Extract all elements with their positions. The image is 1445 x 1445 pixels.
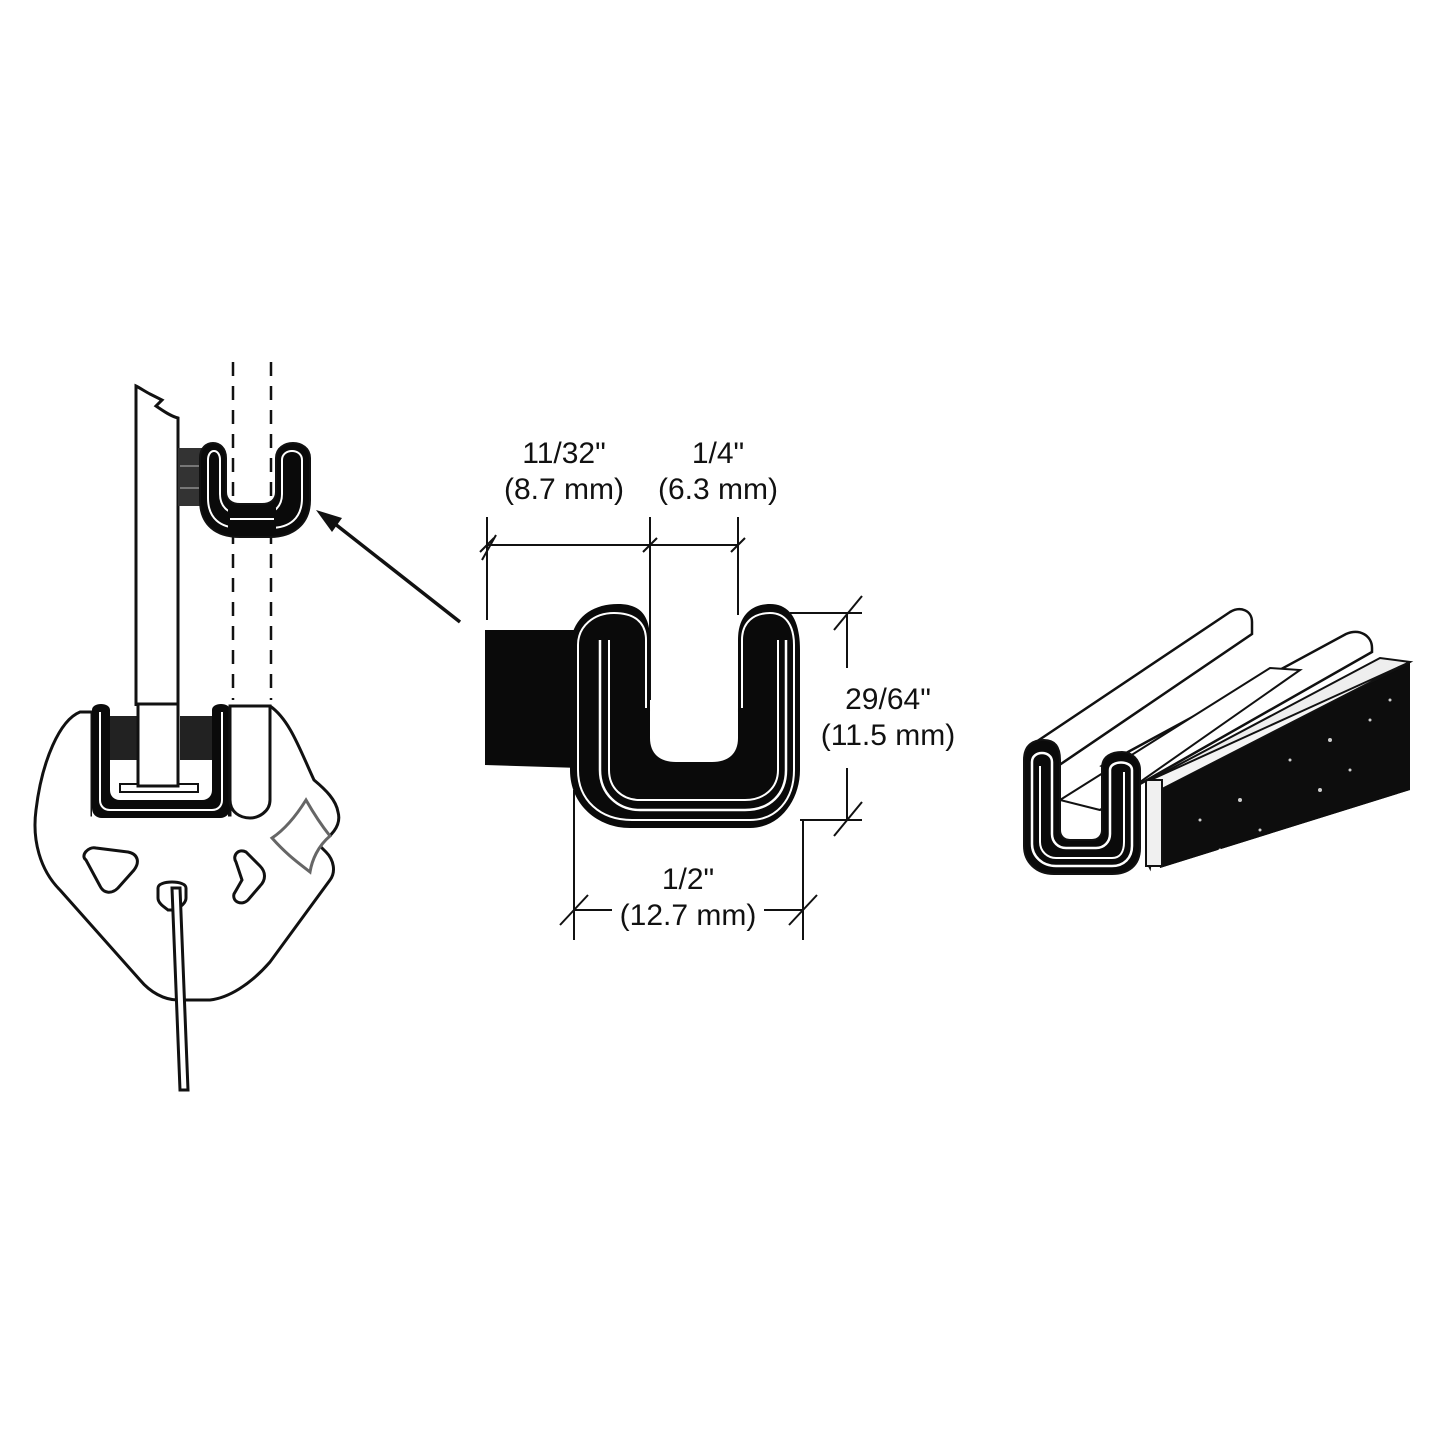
seal-detail-top — [178, 442, 311, 538]
dimension-metric: (12.7 mm) — [619, 899, 757, 932]
callout-arrow — [316, 510, 462, 624]
dimension-label-29-64: 29/64" (11.5 mm) — [806, 682, 970, 754]
dimension-label-1-2: 1/2" (12.7 mm) — [606, 862, 770, 934]
dimension-label-1-4: 1/4" (6.3 mm) — [648, 436, 788, 508]
glass-panel — [134, 383, 180, 792]
foam-strip — [1145, 656, 1414, 872]
dimension-imperial: 11/32" — [522, 437, 606, 470]
dimension-metric: (6.3 mm) — [658, 473, 778, 506]
dimension-imperial: 1/2" — [661, 863, 715, 896]
dimension-label-11-32: 11/32" (8.7 mm) — [486, 436, 642, 508]
dimension-metric: (8.7 mm) — [504, 473, 624, 506]
u-channel-front — [1023, 738, 1141, 875]
seal-in-frame — [92, 702, 272, 820]
u-channel-profile — [570, 604, 800, 828]
dimension-imperial: 29/64" — [845, 683, 931, 716]
foam-strip-profile — [485, 630, 580, 768]
dimension-metric: (11.5 mm) — [820, 719, 956, 752]
rod — [170, 886, 190, 1092]
dimension-imperial: 1/4" — [691, 437, 745, 470]
